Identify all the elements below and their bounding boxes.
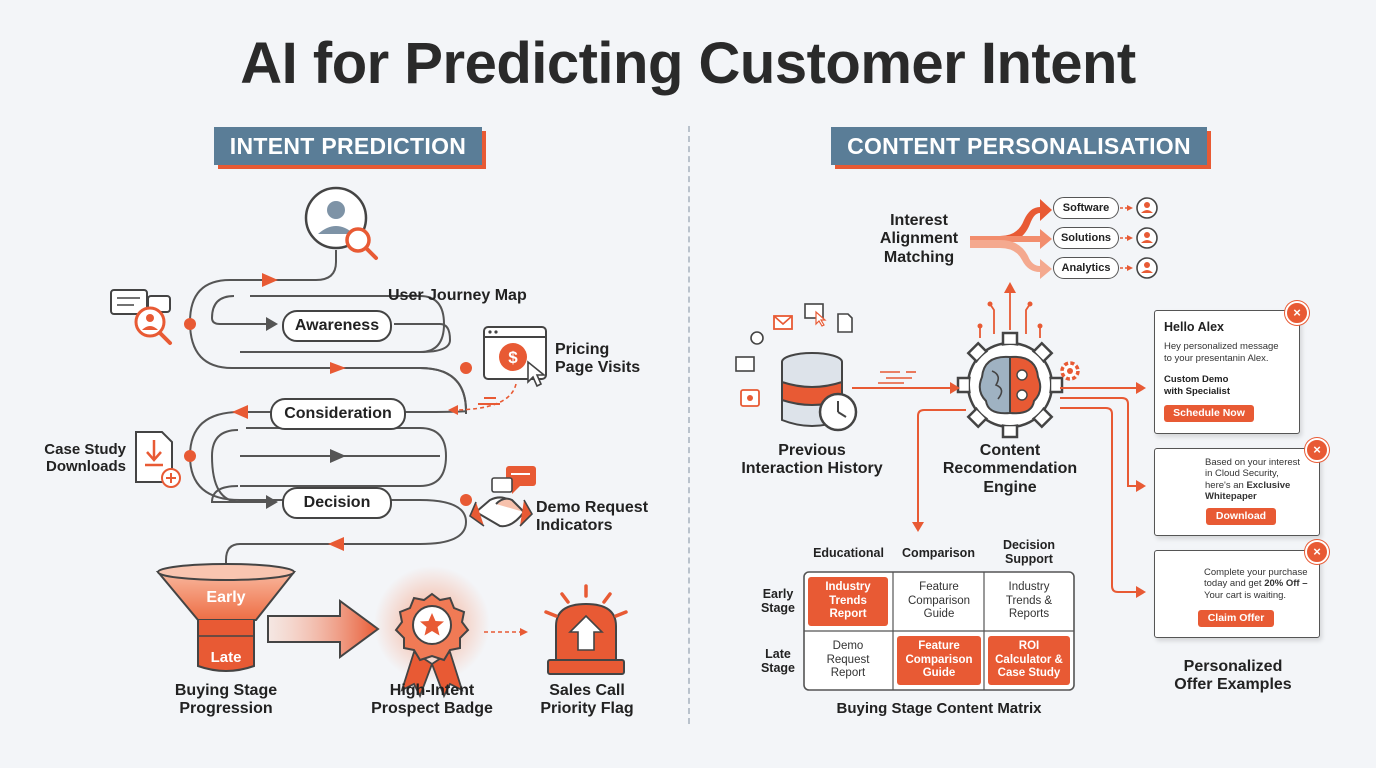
offer-examples-label: Personalized Offer Examples (1174, 658, 1292, 694)
topic-software[interactable]: Software (1053, 197, 1119, 219)
matrix-cell: Feature Comparison Guide (897, 636, 981, 685)
matrix-row-late: Late Stage (760, 647, 796, 676)
card-demo-title: Custom Demo with Specialist (1164, 374, 1230, 397)
chat-search-icon (110, 289, 172, 345)
download-button[interactable]: Download (1206, 508, 1276, 525)
card-discount-text-a: Complete your purchase today and get (1204, 567, 1308, 590)
topic-analytics[interactable]: Analytics (1053, 257, 1119, 279)
matrix-cell: Feature Comparison Guide (908, 580, 970, 621)
recommendation-engine-label: Content Recommendation Engine (942, 442, 1078, 496)
content-personalisation-header: CONTENT PERSONALISATION (831, 127, 1207, 165)
card-discount-text: Complete your purchase today and get 20%… (1204, 567, 1316, 601)
alarm-siren-icon (544, 584, 628, 675)
handshake-icon (469, 466, 536, 528)
demo-request-label: Demo Request Indicators (536, 499, 649, 535)
close-icon[interactable]: × (1305, 438, 1329, 462)
page-title: AI for Predicting Customer Intent (240, 31, 1136, 96)
interest-alignment-label: Interest Alignment Matching (879, 212, 959, 266)
card-whitepaper-text-highlight: Exclusive Whitepaper (1205, 479, 1291, 503)
matrix-col-decision-support: Decision Support (1002, 538, 1056, 567)
card-whitepaper-text-a: Based on your interest in Cloud Security… (1205, 457, 1301, 491)
buying-stage-funnel (155, 563, 297, 672)
journey-map-diagram: $ (110, 186, 628, 699)
matrix-cell: ROI Calculator & Case Study (988, 636, 1070, 685)
user-search-icon (304, 186, 378, 260)
stage-decision[interactable]: Decision (282, 487, 392, 519)
card-whitepaper-text: Based on your interest in Cloud Security… (1205, 457, 1313, 503)
interaction-history-label: Previous Interaction History (741, 442, 883, 478)
recommendation-engine-icon (956, 331, 1080, 439)
high-intent-badge-icon (374, 566, 490, 699)
pricing-page-icon: $ (483, 326, 547, 388)
close-icon[interactable]: × (1285, 301, 1309, 325)
card-discount-text-c: Your cart is waiting. (1204, 589, 1287, 601)
claim-offer-button[interactable]: Claim Offer (1198, 610, 1274, 627)
flag-label: Sales Call Priority Flag (540, 682, 634, 718)
journey-map-label: User Journey Map (388, 287, 527, 304)
matrix-cell: Industry Trends Report (808, 577, 888, 626)
section-divider (688, 126, 690, 724)
interaction-history-icon (735, 303, 858, 432)
case-study-label: Case Study Downloads (44, 441, 126, 476)
matrix-row-early: Early Stage (760, 587, 796, 616)
stage-consideration[interactable]: Consideration (270, 398, 406, 430)
matrix-cell: Demo Request Report (826, 639, 870, 680)
svg-text:$: $ (508, 348, 518, 367)
funnel-late-label: Late (210, 649, 242, 666)
card-greeting-body: Hey personalized message to your present… (1164, 341, 1279, 364)
close-icon[interactable]: × (1305, 540, 1329, 564)
pricing-visits-label: Pricing Page Visits (555, 341, 641, 377)
stage-awareness[interactable]: Awareness (282, 310, 392, 342)
topic-solutions[interactable]: Solutions (1053, 227, 1119, 249)
matrix-title: Buying Stage Content Matrix (836, 700, 1042, 717)
schedule-now-button[interactable]: Schedule Now (1164, 405, 1254, 422)
funnel-early-label: Early (206, 589, 246, 606)
badge-label: High-Intent Prospect Badge (371, 682, 493, 718)
card-discount-highlight: 20% Off – (1264, 578, 1308, 590)
progression-arrow (267, 599, 380, 659)
buying-stage-label: Buying Stage Progression (174, 682, 278, 718)
interest-branch-arrows (970, 199, 1052, 279)
case-study-download-icon (135, 431, 181, 488)
matrix-col-educational: Educational (813, 546, 884, 560)
card-greeting-title: Hello Alex (1164, 320, 1224, 334)
matrix-cell: Industry Trends & Reports (1005, 580, 1053, 621)
intent-prediction-header: INTENT PREDICTION (214, 127, 482, 165)
matrix-col-comparison: Comparison (902, 546, 975, 560)
